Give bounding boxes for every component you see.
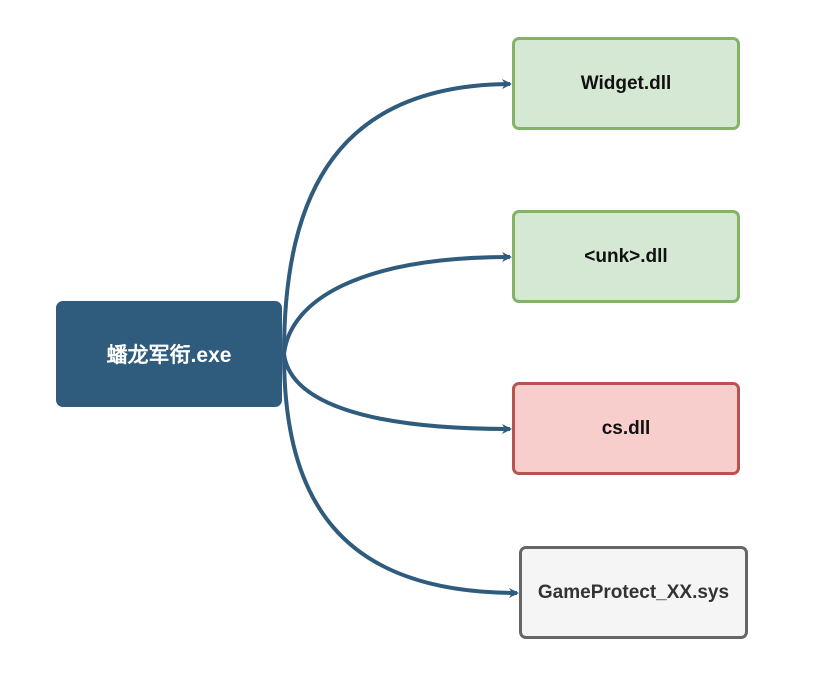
target-node-cs-dll[interactable]: cs.dll: [512, 382, 740, 475]
target-node-label: cs.dll: [601, 417, 651, 439]
edge-to-gameprotect-sys: [282, 353, 519, 598]
edge-to-widget-dll: [282, 79, 512, 355]
target-node-label: GameProtect_XX.sys: [537, 581, 730, 603]
target-node-gameprotect-sys[interactable]: GameProtect_XX.sys: [519, 546, 748, 639]
edge-to-unk-dll: [282, 252, 512, 355]
target-node-label: <unk>.dll: [584, 245, 668, 267]
target-node-unk-dll[interactable]: <unk>.dll: [512, 210, 740, 303]
target-node-widget-dll[interactable]: Widget.dll: [512, 37, 740, 130]
source-node-label: 蟠龙军衔.exe: [106, 344, 232, 367]
source-node[interactable]: 蟠龙军衔.exe: [56, 301, 282, 407]
target-node-label: Widget.dll: [580, 72, 672, 94]
edge-to-cs-dll: [282, 353, 512, 434]
